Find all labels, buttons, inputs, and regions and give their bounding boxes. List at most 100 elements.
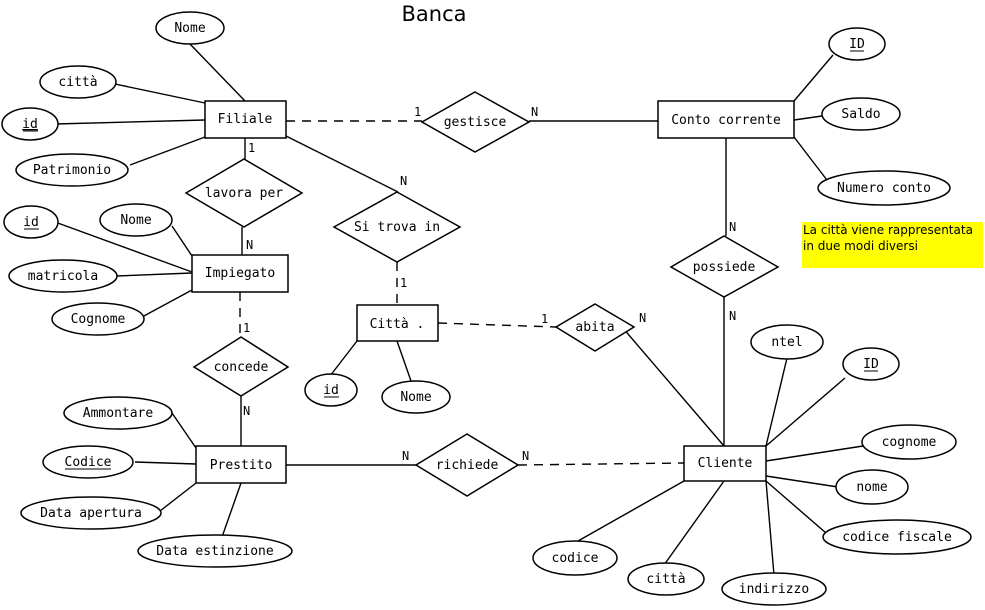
diagram-title: Banca: [402, 2, 467, 26]
line-conto-numero: [793, 136, 831, 185]
cardinality-sitrova-filiale: N: [400, 174, 407, 188]
line-filiale-citta: [114, 83, 206, 104]
relationship-lavora-per-label: lavora per: [205, 186, 283, 201]
svg-text:Numero conto: Numero conto: [837, 181, 931, 196]
attribute-cliente-citta[interactable]: città: [627, 562, 705, 596]
relationship-concede[interactable]: concede: [192, 336, 290, 397]
line-conto-saldo: [793, 115, 823, 121]
cardinality-richiede-prestito: N: [402, 449, 409, 463]
attribute-conto-saldo[interactable]: Saldo: [821, 97, 901, 131]
attribute-citta-id[interactable]: id: [304, 373, 358, 407]
attribute-prestito-ammontare[interactable]: Ammontare: [63, 396, 173, 430]
svg-text:cognome: cognome: [882, 435, 937, 450]
line-pre-data-estinzione: [221, 482, 242, 538]
svg-text:ID: ID: [849, 37, 865, 52]
attribute-filiale-citta[interactable]: città: [39, 65, 117, 99]
line-imp-nome: [171, 225, 193, 257]
entity-citta[interactable]: Città .: [356, 304, 439, 342]
entity-prestito[interactable]: Prestito: [195, 445, 287, 484]
line-imp-cognome: [141, 289, 193, 318]
line-pre-ammontare: [171, 412, 197, 449]
attribute-prestito-codice[interactable]: Codice: [42, 445, 134, 479]
attribute-filiale-patrimonio[interactable]: Patrimonio: [15, 153, 129, 187]
svg-text:indirizzo: indirizzo: [739, 582, 809, 597]
cardinality-abita-cliente: N: [639, 311, 646, 325]
attribute-cliente-indirizzo[interactable]: indirizzo: [721, 572, 827, 606]
svg-text:Codice: Codice: [65, 455, 112, 470]
entity-prestito-label: Prestito: [210, 458, 273, 473]
entity-cliente[interactable]: Cliente: [683, 445, 767, 482]
cardinality-lavora-filiale: 1: [248, 141, 255, 155]
cardinality-concede-prestito: N: [243, 404, 250, 418]
relationship-si-trova-in-label: Si trova in: [354, 220, 440, 235]
entity-cliente-label: Cliente: [698, 456, 753, 471]
cardinality-sitrova-citta: 1: [400, 276, 407, 290]
svg-text:codice fiscale: codice fiscale: [842, 530, 952, 545]
entity-filiale[interactable]: Filiale: [204, 100, 287, 139]
entity-conto-label: Conto corrente: [671, 113, 781, 128]
relationship-richiede[interactable]: richiede: [414, 433, 520, 497]
line-citta-abita: [437, 322, 557, 328]
attribute-cliente-codice-fiscale[interactable]: codice fiscale: [822, 519, 972, 555]
svg-text:ID: ID: [863, 357, 879, 372]
line-cli-citta: [663, 480, 725, 566]
svg-text:Ammontare: Ammontare: [83, 406, 154, 421]
cardinalities: 1 N 1 N N 1 N N 1 N 1 N N N: [243, 105, 736, 463]
line-cli-cf: [765, 480, 827, 534]
svg-text:città: città: [646, 572, 685, 587]
entity-impiegato-label: Impiegato: [205, 266, 275, 281]
attribute-conto-id[interactable]: ID: [828, 27, 886, 61]
entity-citta-label: Città .: [370, 317, 425, 332]
svg-text:città: città: [58, 75, 97, 90]
line-filiale-id: [54, 119, 206, 125]
line-cli-ntel: [765, 357, 788, 447]
relationship-abita[interactable]: abita: [554, 303, 636, 352]
attribute-impiegato-nome[interactable]: Nome: [99, 203, 173, 237]
cardinality-possiede-cliente: N: [729, 309, 736, 323]
attribute-prestito-data-estinzione[interactable]: Data estinzione: [137, 534, 293, 568]
line-filiale-patrimonio: [129, 136, 206, 166]
attribute-impiegato-cognome[interactable]: Cognome: [51, 302, 145, 336]
attribute-filiale-id[interactable]: id: [1, 107, 59, 141]
note-line-1: La città viene rappresentata: [803, 223, 973, 237]
relationship-gestisce[interactable]: gestisce: [420, 91, 531, 153]
attribute-impiegato-matricola[interactable]: matricola: [8, 259, 118, 293]
svg-text:codice: codice: [552, 551, 599, 566]
svg-text:Data apertura: Data apertura: [40, 506, 142, 521]
attribute-filiale-nome[interactable]: Nome: [155, 11, 225, 45]
relationship-si-trova-in[interactable]: Si trova in: [332, 191, 462, 263]
entity-conto-corrente[interactable]: Conto corrente: [657, 100, 795, 139]
attribute-cliente-nome[interactable]: nome: [835, 469, 909, 505]
line-cli-nome: [765, 475, 839, 488]
relationship-possiede[interactable]: possiede: [669, 235, 780, 298]
line-cli-id: [765, 377, 846, 447]
line-abita-cliente: [621, 326, 725, 447]
attribute-cliente-id[interactable]: ID: [842, 347, 900, 381]
relationship-richiede-label: richiede: [436, 458, 499, 473]
attribute-impiegato-id[interactable]: id: [3, 205, 59, 239]
line-richiede-cliente: [517, 462, 685, 466]
line-cli-indirizzo: [765, 480, 775, 576]
attribute-citta-nome[interactable]: Nome: [381, 380, 451, 414]
relationship-possiede-label: possiede: [693, 260, 756, 275]
connections: [54, 43, 864, 576]
attribute-cliente-codice[interactable]: codice: [532, 540, 618, 576]
attribute-prestito-data-apertura[interactable]: Data apertura: [20, 496, 162, 530]
entity-impiegato[interactable]: Impiegato: [191, 254, 289, 293]
svg-text:Nome: Nome: [400, 390, 431, 405]
line-imp-id: [54, 221, 193, 273]
cardinality-richiede-cliente: N: [522, 449, 529, 463]
attribute-conto-numero[interactable]: Numero conto: [817, 170, 951, 206]
svg-text:Nome: Nome: [174, 21, 205, 36]
relationship-gestisce-label: gestisce: [444, 115, 507, 130]
relationship-lavora-per[interactable]: lavora per: [184, 158, 304, 228]
svg-text:nome: nome: [856, 480, 887, 495]
attribute-cliente-ntel[interactable]: ntel: [750, 324, 824, 360]
line-pre-data-apertura: [159, 482, 197, 512]
attribute-cliente-cognome[interactable]: cognome: [861, 424, 957, 460]
svg-text:Patrimonio: Patrimonio: [33, 163, 111, 178]
line-pre-codice: [134, 461, 197, 465]
svg-text:Nome: Nome: [120, 213, 151, 228]
